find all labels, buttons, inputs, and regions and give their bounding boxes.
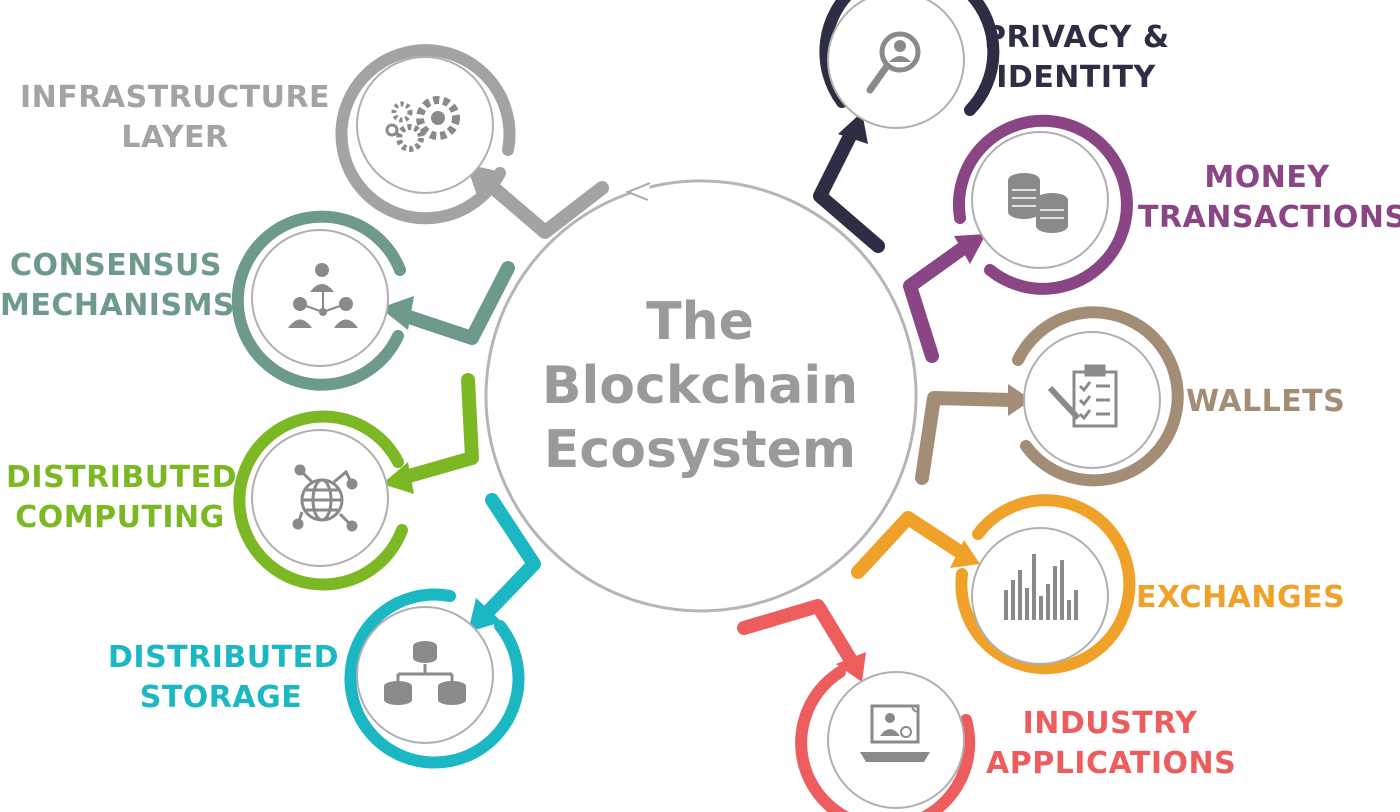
label-infrastructure: INFRASTRUCTURE LAYER [20,78,330,158]
center-ring-arrowhead [625,182,651,201]
label-privacy: PRIVACY & IDENTITY [984,18,1170,98]
label-line2: COMPUTING [15,500,225,535]
arrowhead [954,234,986,264]
label-line2: APPLICATIONS [986,746,1237,781]
node-industry [737,599,976,812]
bar-chart-icon [1004,554,1078,620]
node-consensus [231,210,515,391]
computer-user-icon [860,704,930,762]
center-title-line1: The [646,292,754,352]
connector-arrow [903,239,973,363]
label-line1: DISTRIBUTED [6,460,237,495]
inner-ring [827,0,965,129]
outer-ring [344,588,525,769]
people-network-icon [288,263,358,328]
outer-ring [952,114,1133,295]
connector-arrow [475,493,541,625]
node-infrastructure [335,44,609,239]
clipboard-checklist-icon [1047,364,1118,428]
outer-ring [795,666,976,812]
outer-ring [1012,306,1184,487]
node-computing [233,373,479,591]
label-line2: STORAGE [139,680,303,715]
gears-icon [385,96,460,152]
label-line1: CONSENSUS [10,248,222,283]
globe-network-icon [292,464,358,532]
label-line1: EXCHANGES [1136,580,1346,615]
label-storage: DISTRIBUTED STORAGE [108,638,339,718]
connector-arrow [813,125,885,253]
center-title-line2: Blockchain [541,356,859,416]
outer-ring [231,210,406,391]
connector-arrow [851,511,967,579]
label-industry: INDUSTRY APPLICATIONS [986,704,1237,784]
label-money: MONEY TRANSACTIONS [1138,158,1400,238]
label-exchanges: EXCHANGES [1136,578,1346,618]
label-line2: IDENTITY [996,60,1156,95]
arrowhead [950,540,980,568]
outer-ring [335,44,516,225]
inner-ring [1023,331,1161,469]
label-line1: PRIVACY & [984,20,1170,55]
arrowhead [382,462,414,494]
label-line2: LAYER [121,120,229,155]
connector-arrow [915,391,1019,485]
outer-ring [819,0,1000,116]
label-line1: WALLETS [1186,384,1346,419]
label-line1: MONEY [1204,160,1330,195]
node-storage [344,493,541,769]
inner-ring [251,429,389,567]
label-line2: MECHANISMS [0,288,236,323]
magnifier-user-icon [866,31,921,94]
inner-ring [251,229,389,367]
label-wallets: WALLETS [1186,382,1346,422]
outer-ring [955,494,1136,675]
connector-arrow [737,599,859,669]
inner-ring [827,671,965,809]
database-tree-icon [384,641,466,705]
inner-ring [356,56,494,194]
coins-icon [1008,173,1068,233]
arrowhead [836,652,866,682]
center-title: The Blockchain Ecosystem [520,290,880,482]
arrowhead [838,112,868,144]
center-ring [484,179,918,613]
label-line1: INDUSTRY [1022,706,1198,741]
node-wallets [915,306,1184,487]
node-exchanges [851,494,1136,675]
label-line1: DISTRIBUTED [108,640,339,675]
connector-arrow [393,261,515,345]
arrowhead [1008,384,1032,416]
connector-arrow [395,373,479,485]
arrowhead [468,598,502,632]
label-line1: INFRASTRUCTURE [20,80,331,115]
arrowhead [380,296,414,330]
node-privacy [813,0,1000,253]
node-money [903,114,1133,363]
center-title-line3: Ecosystem [543,420,857,480]
connector-arrow [475,171,609,239]
label-computing: DISTRIBUTED COMPUTING [6,458,237,538]
label-consensus: CONSENSUS MECHANISMS [0,246,236,326]
label-line2: TRANSACTIONS [1138,200,1400,235]
outer-ring [233,410,408,591]
